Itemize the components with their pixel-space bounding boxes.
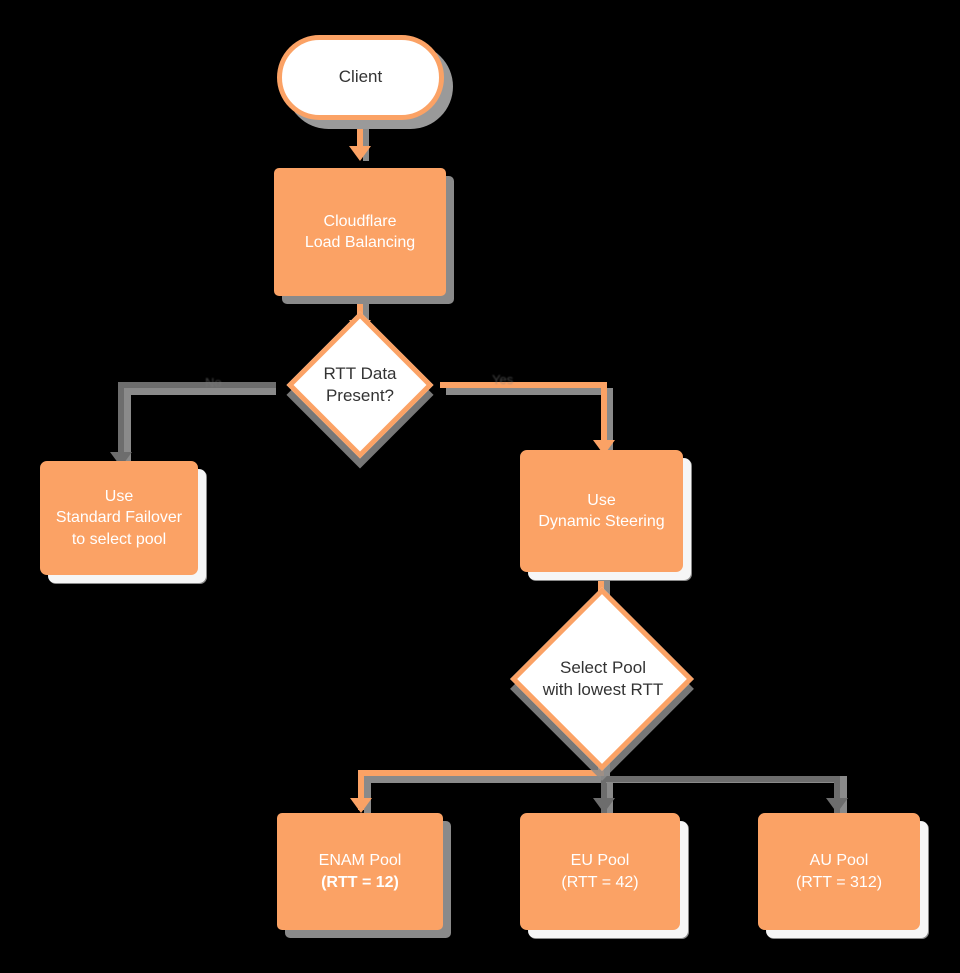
node-rtt-data-present[interactable]: RTT Data Present? — [286, 311, 434, 459]
node-eu-pool-label-line1: EU Pool — [570, 852, 630, 870]
node-au-pool-label-line2: (RTT = 312) — [795, 873, 883, 891]
edge-label-yes: Yes — [492, 372, 514, 387]
node-enam-pool-label-line1: ENAM Pool — [318, 852, 402, 870]
node-dynamic-steering-label: Use Dynamic Steering — [538, 491, 665, 530]
node-eu-pool[interactable]: EU Pool (RTT = 42) — [520, 813, 680, 930]
node-au-pool-label-line1: AU Pool — [809, 852, 869, 870]
node-client-label: Client — [338, 67, 383, 87]
node-cloudflare-load-balancing[interactable]: Cloudflare Load Balancing — [274, 168, 446, 296]
node-standard-failover[interactable]: Use Standard Failover to select pool — [40, 461, 198, 575]
node-enam-pool-label-line2: (RTT = 12) — [321, 873, 399, 891]
node-eu-pool-label-line2: (RTT = 42) — [561, 873, 639, 891]
node-au-pool[interactable]: AU Pool (RTT = 312) — [758, 813, 920, 930]
node-enam-pool[interactable]: ENAM Pool (RTT = 12) — [277, 813, 443, 930]
node-client[interactable]: Client — [277, 35, 444, 120]
node-standard-failover-label: Use Standard Failover to select pool — [55, 488, 183, 548]
node-select-pool-label: Select Pool with lowest RTT — [542, 657, 664, 699]
node-rtt-data-present-label: RTT Data Present? — [323, 363, 397, 405]
node-select-pool[interactable]: Select Pool with lowest RTT — [510, 587, 694, 771]
node-cloudflare-load-balancing-label: Cloudflare Load Balancing — [304, 212, 416, 251]
node-dynamic-steering[interactable]: Use Dynamic Steering — [520, 450, 683, 572]
edge-label-no: No — [205, 375, 222, 390]
